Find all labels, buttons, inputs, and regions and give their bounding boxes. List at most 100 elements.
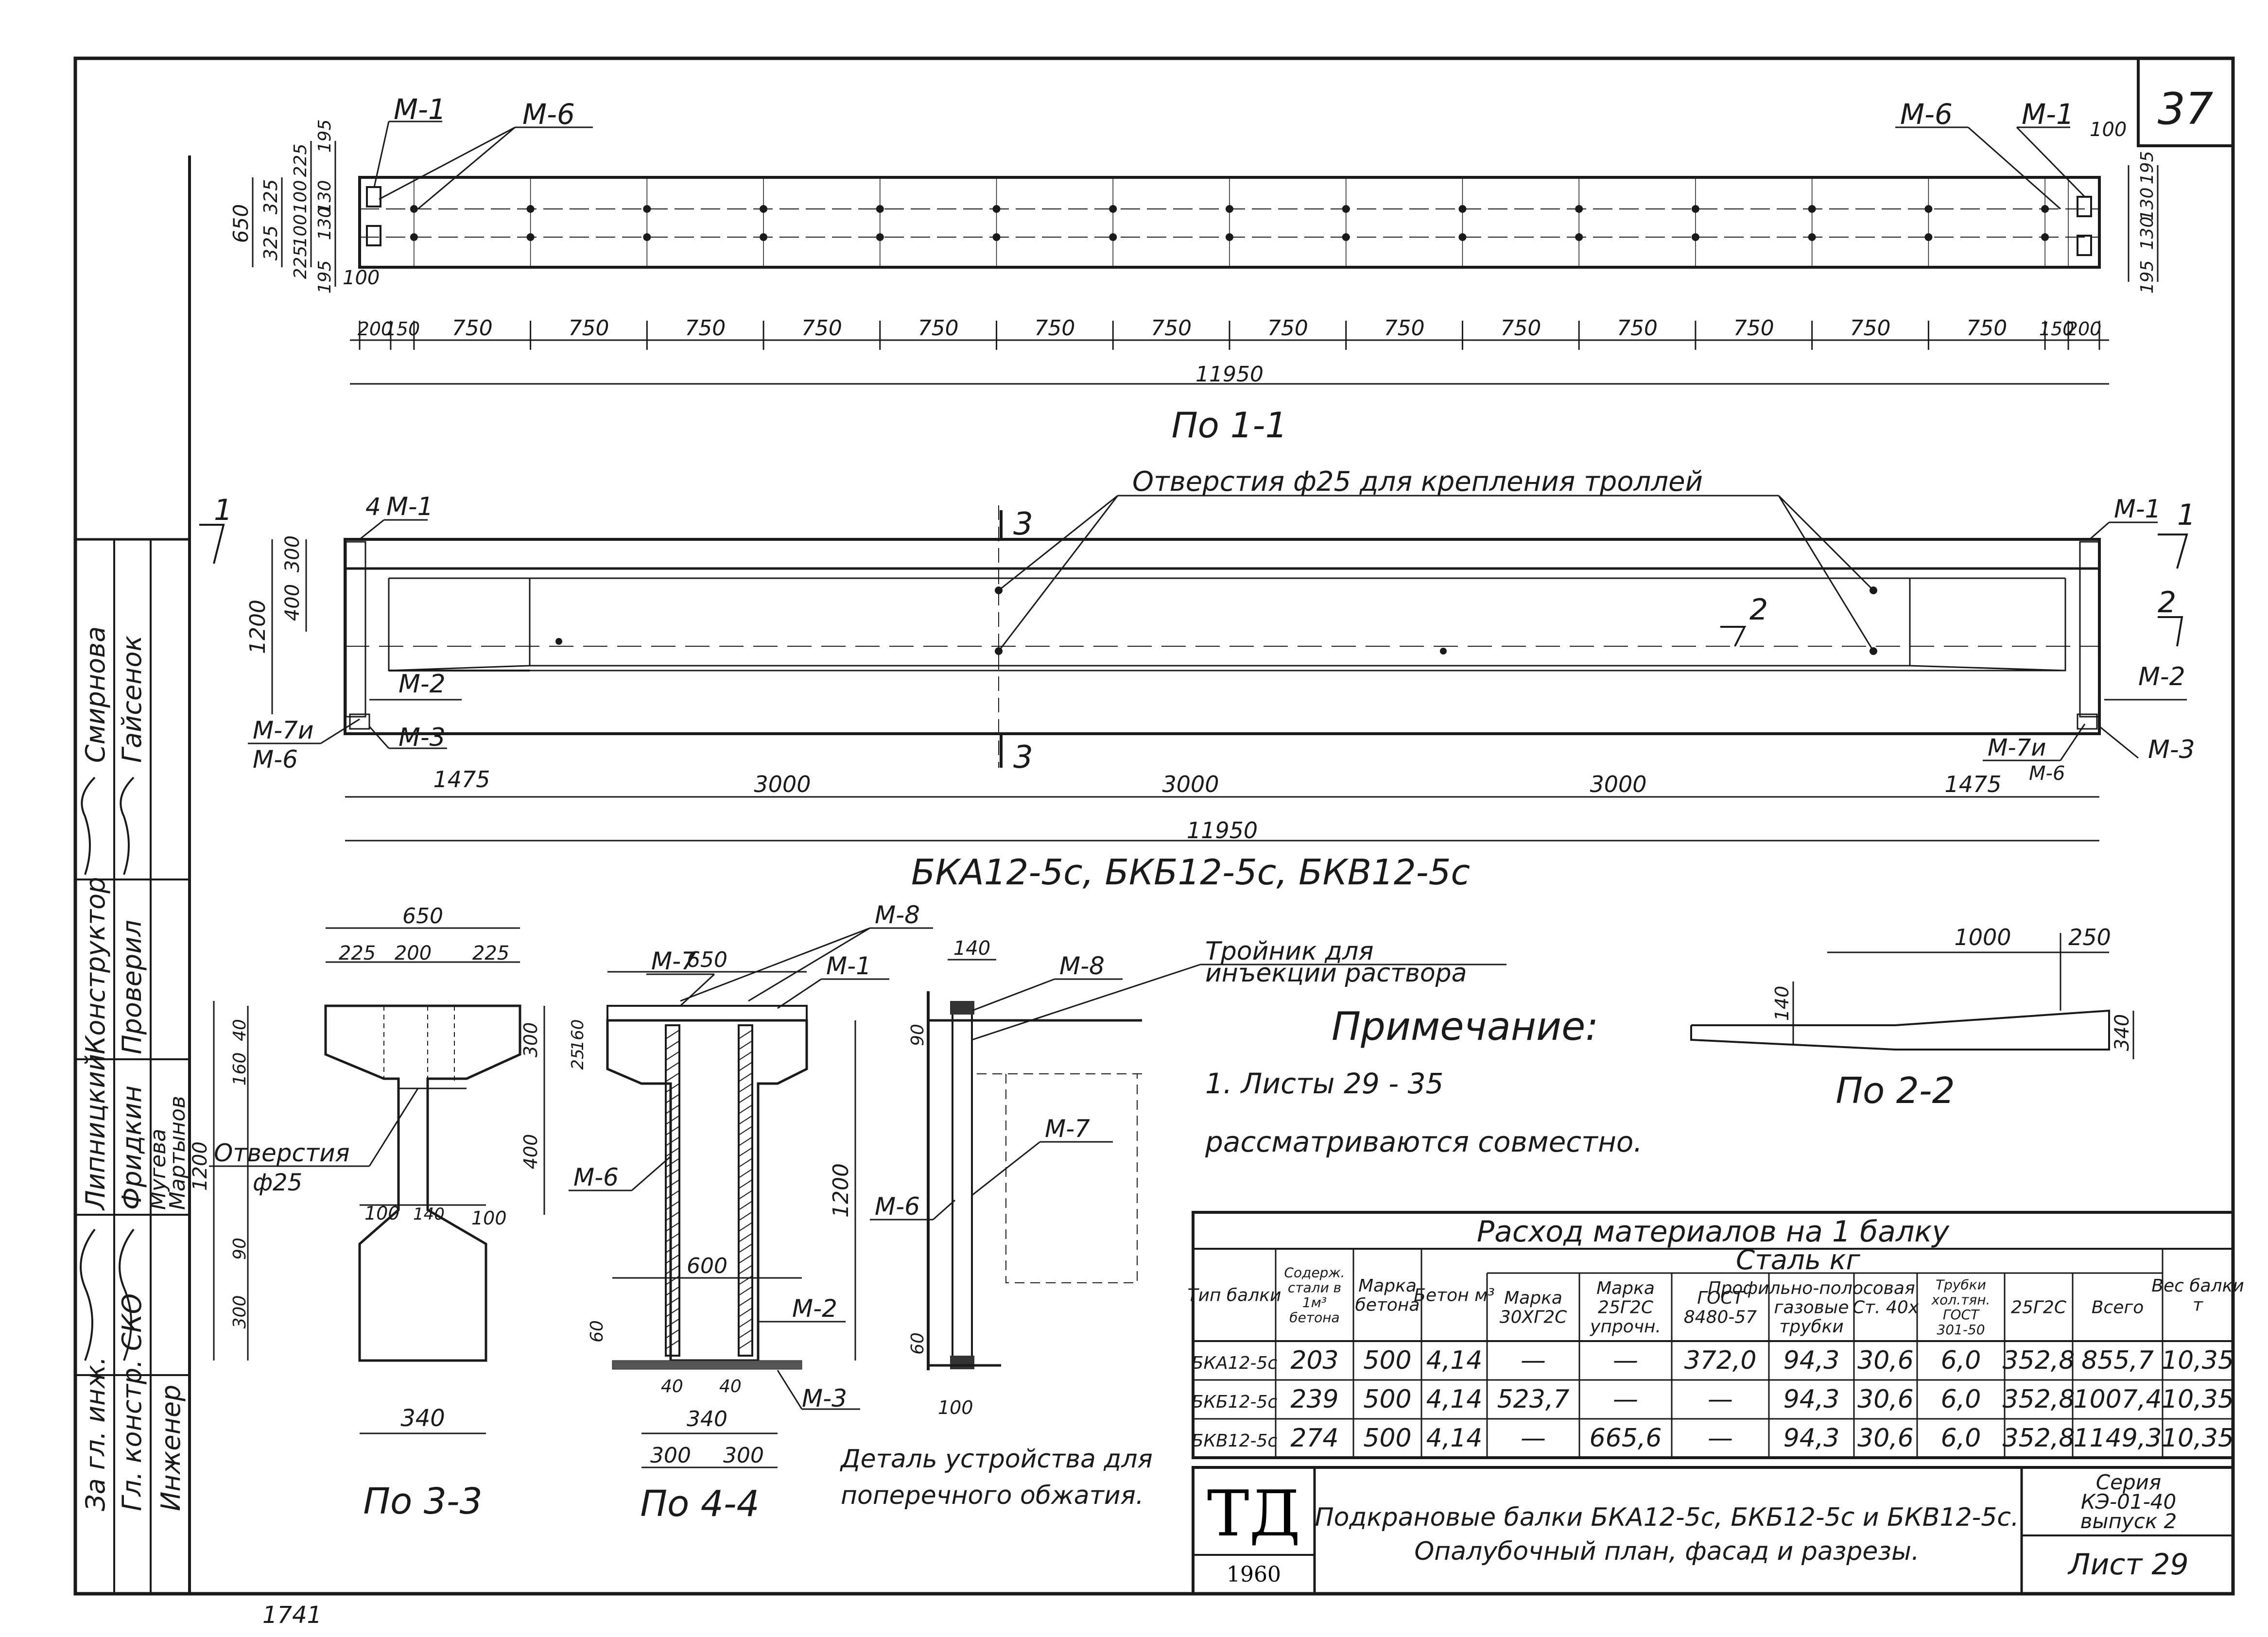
table-header-cell: газовые (1774, 1298, 1849, 1318)
plan-right-dims: 195 130 130 195 (2128, 151, 2159, 293)
rebar-hatch (738, 1211, 753, 1221)
rebar-hatch (665, 1179, 680, 1189)
plan-dim-label: 750 (1733, 316, 1774, 341)
rebar-hatch (738, 1104, 753, 1114)
rebar-hatch (738, 1115, 753, 1125)
plan-hole (1924, 233, 1933, 241)
rebar-hatch (665, 1329, 680, 1339)
plan-dim-label: 750 (1267, 316, 1308, 341)
table-cell: 665,6 (1590, 1424, 1662, 1453)
table-header-cell: ГОСТ (1943, 1307, 1980, 1323)
rebar-hatch (738, 1190, 753, 1200)
plan-dim-label: 750 (568, 316, 609, 341)
svg-text:1: 1 (214, 493, 232, 527)
svg-text:2: 2 (2158, 586, 2176, 620)
svg-text:340: 340 (400, 1405, 445, 1432)
svg-text:90: 90 (230, 1238, 250, 1260)
plan-dim-label: 750 (801, 316, 842, 341)
table-header-cell: Содерж. (1284, 1265, 1345, 1281)
plan-hole (1342, 233, 1350, 241)
section-3-bottom: 3 (1013, 740, 1033, 775)
table-cell: — (1708, 1385, 1733, 1414)
svg-text:1000: 1000 (1954, 924, 2011, 950)
rebar-hatch (738, 1083, 753, 1093)
svg-text:140: 140 (953, 937, 990, 960)
table-header-cell: Бетон м³ (1414, 1286, 1494, 1306)
table-cell: 855,7 (2081, 1346, 2154, 1375)
svg-text:100: 100 (291, 180, 311, 214)
anchor-m1-left (366, 186, 381, 207)
svg-text:300: 300 (723, 1443, 764, 1468)
table-header-cell: бетона (1289, 1310, 1339, 1326)
plan-dim-label: 750 (1500, 316, 1541, 341)
plan-hole (1808, 205, 1816, 213)
plan-hole (2041, 205, 2049, 213)
svg-text:М-3: М-3 (398, 723, 446, 752)
svg-text:40: 40 (230, 1019, 250, 1041)
table-header-cell: Профильно-полосовая (1708, 1278, 1915, 1298)
plan-hole (410, 233, 418, 241)
plan-hole (1575, 233, 1583, 241)
plan-dim-label: 750 (1617, 316, 1658, 341)
svg-text:100: 100 (291, 214, 311, 248)
rebar-hatch (738, 1137, 753, 1146)
plan-hole (760, 205, 768, 213)
table-cell: — (1613, 1346, 1638, 1375)
svg-text:1: 1 (2177, 498, 2196, 532)
section-3-3: 650 225 200 225 40 160 300 400 100 140 1… (189, 904, 545, 1522)
s44-caption: По 4-4 (640, 1483, 759, 1525)
plan-hole (876, 233, 884, 241)
svg-text:За гл. инж.: За гл. инж. (80, 1357, 111, 1511)
svg-text:М-1: М-1 (386, 492, 433, 521)
svg-text:1475: 1475 (1944, 771, 2001, 797)
svg-text:650: 650 (229, 204, 253, 243)
rebar-hatch (665, 1147, 680, 1157)
plan-hole (1458, 233, 1467, 241)
table-header-cell: Вес балки (2151, 1276, 2244, 1296)
plan-dim-label: 750 (1966, 316, 2007, 341)
section-2-2: 1000 250 140 340 По 2-2 (1690, 924, 2134, 1112)
svg-text:М-6: М-6 (253, 745, 298, 774)
anchor-m1-left-b (366, 225, 381, 246)
table-cell: 500 (1363, 1424, 1411, 1453)
table-cell: 94,3 (1783, 1424, 1840, 1453)
plan-caption: По 1-1 (1172, 405, 1288, 446)
bottom-number: 1741 (262, 1602, 322, 1629)
rebar-hatch (665, 1318, 680, 1328)
table-header-cell: хол.тян. (1931, 1292, 1991, 1308)
svg-text:М-8: М-8 (1059, 952, 1105, 980)
svg-text:140: 140 (1771, 986, 1793, 1021)
plan-dim-label: 750 (1034, 316, 1075, 341)
svg-text:М-8: М-8 (875, 901, 920, 929)
end-block-left (345, 541, 366, 718)
plan-dim-label: 750 (1384, 316, 1425, 341)
detail-caption-2: поперечного обжатия. (841, 1481, 1144, 1510)
rebar-hatch (738, 1147, 753, 1157)
svg-text:М-2: М-2 (792, 1294, 837, 1323)
elevation-note: Отверстия ф25 для крепления троллей (1132, 466, 1703, 498)
rebar-hatch (665, 1308, 680, 1317)
plan-dim-label: 750 (1151, 316, 1192, 341)
svg-text:225: 225 (472, 942, 509, 965)
svg-text:130: 130 (2137, 217, 2157, 250)
svg-text:Проверил: Проверил (117, 920, 147, 1054)
svg-text:Инженер: Инженер (156, 1385, 186, 1511)
svg-text:выпуск 2: выпуск 2 (2080, 1509, 2177, 1533)
rebar-hatch (738, 1051, 753, 1061)
elevation-view: Отверстия ф25 для крепления троллей 1 1 … (199, 466, 2196, 893)
svg-text:М-1: М-1 (2114, 495, 2161, 524)
svg-text:25: 25 (568, 1049, 588, 1069)
svg-text:М-2: М-2 (2138, 662, 2185, 691)
svg-text:Гайсенок: Гайсенок (117, 635, 147, 763)
svg-text:195: 195 (315, 120, 335, 153)
note-title: Примечание: (1332, 1004, 1598, 1049)
table-group-header: Сталь кг (1736, 1244, 1860, 1276)
title-year: 1960 (1227, 1562, 1281, 1587)
table-cell: 1007,4 (2074, 1385, 2162, 1414)
table-header-cell: Ст. 40х (1852, 1298, 1919, 1318)
plan-hole (1342, 205, 1350, 213)
elevation-caption: БКА12-5с, БКБ12-5с, БКВ12-5с (911, 852, 1470, 893)
table-cell: 94,3 (1783, 1385, 1840, 1414)
table-cell: 274 (1290, 1424, 1338, 1453)
svg-text:100: 100 (938, 1397, 973, 1418)
